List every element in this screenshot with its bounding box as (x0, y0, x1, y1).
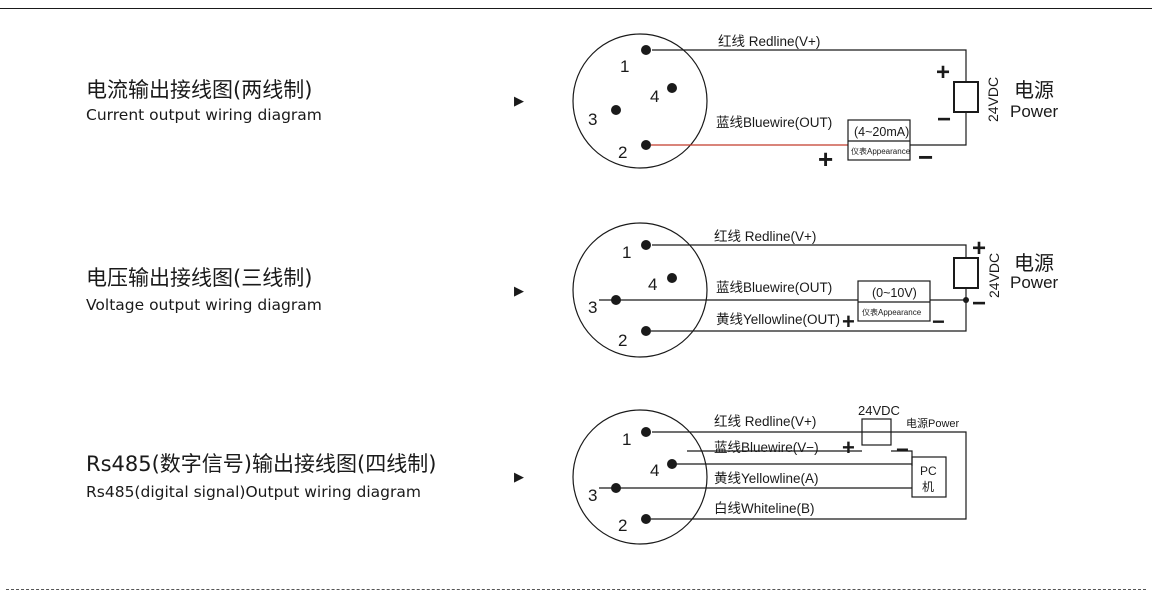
wire-white-label: 白线Whiteline(B) (714, 501, 815, 516)
supply-voltage-label: 24VDC (986, 253, 1002, 298)
supply-minus-sign: − (896, 437, 909, 462)
meter-range-label: (4~20mA) (854, 125, 909, 139)
section-3-arrow-icon: ▶ (514, 470, 524, 485)
diagram-voltage (572, 222, 979, 358)
pin-label-4: 4 (650, 461, 659, 480)
meter-minus-sign: − (932, 309, 945, 334)
power-cn-label: 电源 (1014, 252, 1054, 275)
supply-box (861, 418, 892, 446)
pin-dot-2 (641, 140, 651, 150)
power-en-label: Power (1010, 102, 1059, 121)
meter-box (847, 119, 911, 161)
pin-label-2: 2 (618, 331, 627, 350)
section-3-title: Rs485(数字信号)输出接线图(四线制) (86, 452, 437, 476)
pin-label-3: 3 (588, 298, 597, 317)
power-en-label: Power (1010, 273, 1059, 292)
pin-dot-3 (611, 483, 621, 493)
meter-range-label: (0~10V) (872, 286, 917, 300)
pc-label-line-1: PC (920, 464, 937, 478)
supply-plus-sign: + (936, 59, 950, 86)
meter-plus-sign: + (818, 144, 833, 174)
wire-blue-label: 蓝线Bluewire(OUT) (716, 280, 832, 295)
pin-label-1: 1 (622, 243, 631, 262)
pin-dot-3 (611, 295, 621, 305)
diagram-voltage-pins (611, 240, 969, 336)
connector-circle (572, 222, 708, 358)
wire-red (652, 49, 967, 82)
meter-plus-sign: + (842, 309, 855, 334)
supply-minus-sign: − (937, 106, 951, 133)
meter-appearance-label: 仪表Appearance (862, 307, 922, 317)
pc-box (911, 456, 947, 498)
pin-label-4: 4 (648, 275, 657, 294)
wire-yellow-label: 黄线Yellowline(A) (714, 471, 819, 486)
diagram-rs485 (572, 409, 967, 545)
power-cn-label: 电源 (1014, 79, 1054, 102)
section-3-subtitle: Rs485(digital signal)Output wiring diagr… (86, 483, 421, 501)
section-2-title: 电压输出接线图(三线制) (86, 266, 313, 290)
pin-dot-2 (641, 326, 651, 336)
section-1-arrow-icon: ▶ (514, 94, 524, 109)
wire-red-label: 红线 Redline(V+) (718, 34, 820, 49)
pin-label-1: 1 (620, 57, 629, 76)
pc-label-line-2: 机 (922, 480, 934, 494)
wire-blue-return (930, 288, 967, 301)
pin-label-3: 3 (588, 110, 597, 129)
wire-red-label: 红线 Redline(V+) (714, 414, 816, 429)
pin-label-2: 2 (618, 143, 627, 162)
section-1-title: 电流输出接线图(两线制) (86, 78, 313, 102)
diagram-current-pins (611, 45, 677, 150)
section-1-subtitle: Current output wiring diagram (86, 106, 322, 124)
pin-dot-3 (611, 105, 621, 115)
wire-yellow (651, 300, 967, 332)
pin-dot-2 (641, 514, 651, 524)
meter-appearance-label: 仪表Appearance (851, 146, 911, 156)
wire-blue-label: 蓝线Bluewire(V−) (714, 440, 819, 455)
supply-minus-sign: − (972, 290, 986, 317)
supply-voltage-label: 24VDC (858, 403, 900, 418)
power-label: 电源Power (906, 416, 960, 430)
wire-red (652, 244, 967, 258)
wire-red-label: 红线 Redline(V+) (714, 229, 816, 244)
supply-plus-sign: + (842, 435, 855, 460)
pin-label-4: 4 (650, 87, 659, 106)
connector-circle (572, 33, 708, 169)
pin-dot-1 (641, 45, 651, 55)
pin-dot-4 (667, 459, 677, 469)
junction-dot (963, 297, 969, 303)
wire-red-white-loop (651, 431, 967, 520)
pin-label-1: 1 (622, 430, 631, 449)
supply-box (953, 81, 979, 113)
pin-dot-4 (667, 83, 677, 93)
connector-circle (572, 409, 708, 545)
section-2-subtitle: Voltage output wiring diagram (86, 296, 322, 314)
supply-plus-sign: + (972, 235, 986, 262)
pin-dot-1 (641, 427, 651, 437)
bottom-dashed-rule (6, 589, 1146, 590)
pin-label-3: 3 (588, 486, 597, 505)
supply-voltage-label: 24VDC (985, 77, 1001, 122)
diagram-current (572, 33, 979, 169)
meter-box (857, 280, 931, 322)
pin-label-2: 2 (618, 516, 627, 535)
pin-dot-4 (667, 273, 677, 283)
wire-blue-label: 蓝线Bluewire(OUT) (716, 115, 832, 130)
meter-minus-sign: − (918, 142, 933, 172)
section-2-arrow-icon: ▶ (514, 284, 524, 299)
diagram-rs485-pins (611, 427, 677, 524)
pin-dot-1 (641, 240, 651, 250)
wire-return (910, 112, 967, 146)
wire-yellow-label: 黄线Yellowline(OUT) (716, 312, 840, 327)
top-rule (0, 8, 1152, 9)
supply-box (953, 257, 979, 289)
